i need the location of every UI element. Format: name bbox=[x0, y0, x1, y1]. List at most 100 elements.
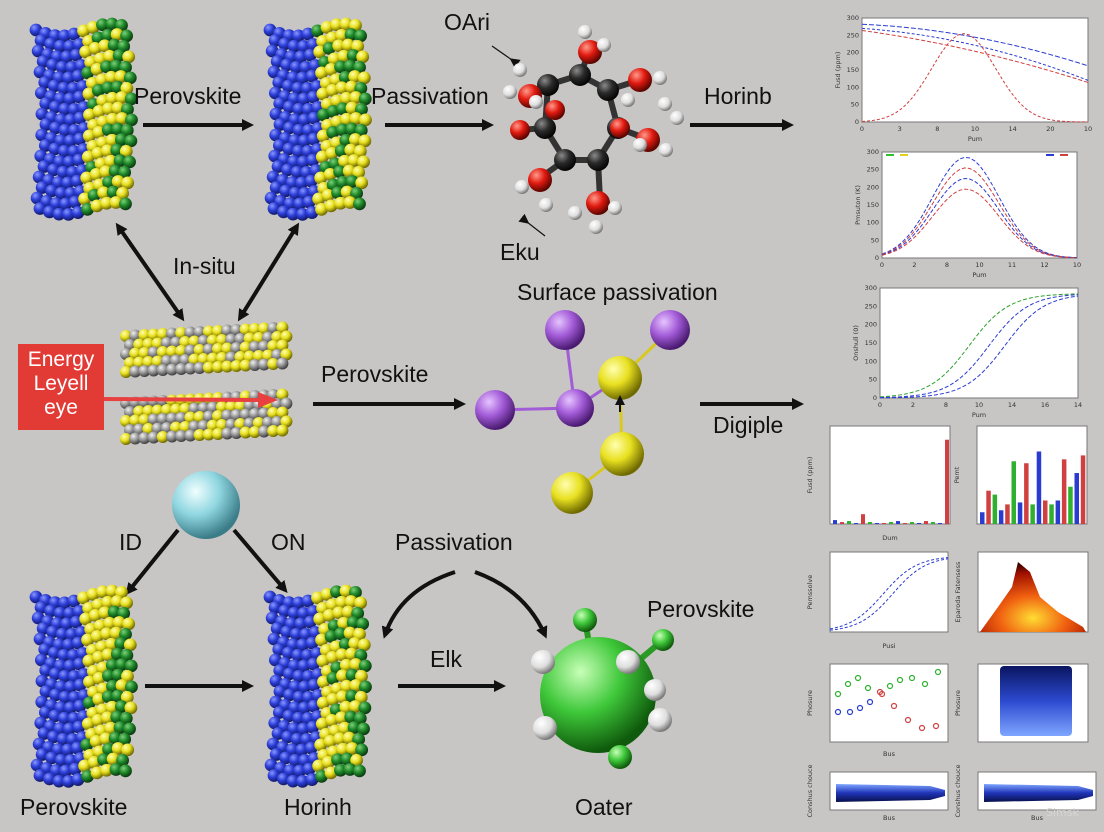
atom bbox=[147, 413, 160, 426]
x-tick-label: 0 bbox=[878, 401, 882, 409]
hydrogen-atom bbox=[621, 93, 635, 107]
atom bbox=[124, 701, 138, 715]
atom bbox=[147, 364, 160, 377]
atom bbox=[339, 17, 353, 31]
label-digiple: Digiple bbox=[713, 412, 783, 438]
bar bbox=[931, 522, 935, 524]
atom bbox=[334, 763, 347, 777]
atom bbox=[267, 340, 280, 352]
atom bbox=[57, 144, 71, 158]
atom bbox=[166, 412, 178, 425]
y-tick-label: 100 bbox=[867, 219, 879, 227]
atom bbox=[118, 732, 132, 746]
atom bbox=[138, 414, 151, 426]
legend-swatch bbox=[900, 154, 908, 156]
atom bbox=[291, 711, 305, 725]
atom bbox=[115, 679, 129, 692]
atom bbox=[296, 638, 309, 652]
atom bbox=[343, 763, 357, 776]
atom bbox=[344, 647, 358, 661]
hydrogen-atom bbox=[633, 138, 647, 152]
atom bbox=[258, 425, 270, 438]
x-axis-label: Bus bbox=[883, 750, 896, 758]
atom bbox=[202, 361, 215, 374]
atom bbox=[537, 74, 559, 96]
atom bbox=[347, 721, 361, 734]
legend-swatch bbox=[886, 154, 894, 156]
scatter-point bbox=[854, 674, 862, 682]
bar bbox=[1061, 459, 1067, 524]
series-line bbox=[881, 156, 1078, 259]
atom bbox=[345, 122, 359, 136]
x-tick-label: 0 bbox=[860, 125, 864, 133]
series-line bbox=[861, 33, 1089, 123]
atom bbox=[296, 71, 309, 85]
atom bbox=[230, 324, 243, 336]
atom bbox=[138, 365, 151, 377]
plot-frame bbox=[829, 551, 949, 633]
plot-frame bbox=[879, 287, 1079, 399]
bar bbox=[924, 521, 928, 524]
atom bbox=[353, 197, 366, 211]
atom bbox=[267, 407, 280, 419]
x-axis-label: Pusi bbox=[882, 642, 895, 650]
atom bbox=[332, 39, 346, 53]
bar bbox=[986, 490, 991, 524]
atom bbox=[357, 638, 371, 652]
atom bbox=[63, 701, 77, 715]
plot-frame bbox=[829, 663, 949, 743]
knob-atom bbox=[533, 716, 557, 740]
atom bbox=[193, 344, 206, 356]
atom bbox=[125, 680, 138, 694]
atom bbox=[97, 753, 111, 767]
atom bbox=[109, 59, 123, 73]
atom bbox=[114, 700, 128, 713]
chart-curve-4: Pusi Pemssolve bbox=[806, 551, 949, 650]
atom bbox=[344, 595, 358, 608]
bar bbox=[882, 523, 886, 524]
scatter-point bbox=[934, 668, 942, 676]
energy-box-line2: Leyell bbox=[33, 372, 89, 395]
molecular-clusters bbox=[29, 17, 690, 788]
atom bbox=[110, 28, 124, 41]
series-line bbox=[881, 178, 1078, 259]
atom bbox=[293, 197, 307, 211]
atom bbox=[111, 742, 125, 755]
atom bbox=[345, 668, 359, 682]
atom bbox=[109, 626, 123, 640]
bar bbox=[1017, 502, 1023, 524]
x-tick-label: 2 bbox=[912, 261, 916, 269]
atom bbox=[52, 774, 66, 788]
atom bbox=[335, 123, 349, 137]
y-axis-label: Pemssolve bbox=[806, 575, 814, 609]
atom bbox=[96, 585, 109, 599]
atom bbox=[112, 49, 126, 62]
atom bbox=[276, 388, 289, 401]
atom bbox=[105, 91, 119, 105]
knob-atom bbox=[616, 650, 640, 674]
atom bbox=[359, 113, 372, 127]
atom bbox=[110, 710, 124, 724]
atom bbox=[331, 753, 345, 767]
series-line bbox=[881, 167, 1078, 259]
atom bbox=[296, 722, 310, 736]
atom bbox=[276, 339, 289, 352]
block-chart: Phosure bbox=[954, 663, 1089, 743]
y-tick-label: 300 bbox=[865, 284, 877, 292]
atom bbox=[359, 680, 372, 694]
atom bbox=[114, 637, 128, 650]
label-horinb: Horinb bbox=[704, 83, 772, 109]
strip-fill bbox=[984, 784, 1093, 802]
atom bbox=[62, 774, 75, 788]
x-axis-label: Bus bbox=[1031, 814, 1044, 822]
atom bbox=[54, 753, 68, 767]
atom bbox=[221, 324, 234, 337]
atom bbox=[357, 71, 371, 85]
atom bbox=[298, 680, 311, 694]
atom bbox=[59, 197, 73, 211]
atom bbox=[101, 648, 115, 662]
atom bbox=[337, 49, 351, 63]
bar bbox=[854, 523, 858, 524]
